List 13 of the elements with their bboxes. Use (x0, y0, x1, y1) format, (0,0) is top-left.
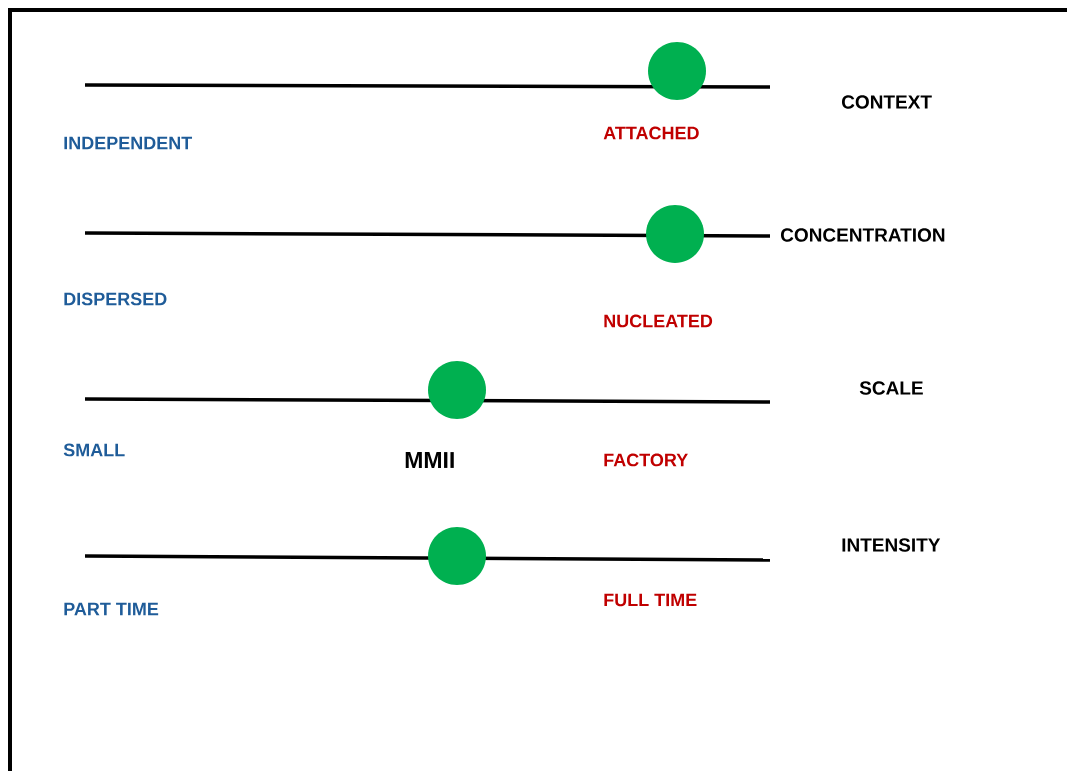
pole-label: ATTACHED (603, 126, 699, 140)
scale-title: INTENSITY (842, 538, 941, 552)
pole-label: FACTORY (604, 453, 688, 467)
scale-title: CONCENTRATION (781, 228, 945, 242)
pole-label: DISPERSED (64, 292, 167, 306)
pole-label: PART TIME (64, 602, 159, 616)
scale-title: SCALE (859, 381, 923, 395)
pole-label: SMALL (63, 443, 125, 457)
scale-title: CONTEXT (842, 95, 932, 109)
marker-label: MMII (405, 452, 454, 468)
pole-label: INDEPENDENT (64, 136, 192, 150)
pole-label: NUCLEATED (604, 314, 713, 328)
pole-label: FULL TIME (604, 593, 697, 607)
